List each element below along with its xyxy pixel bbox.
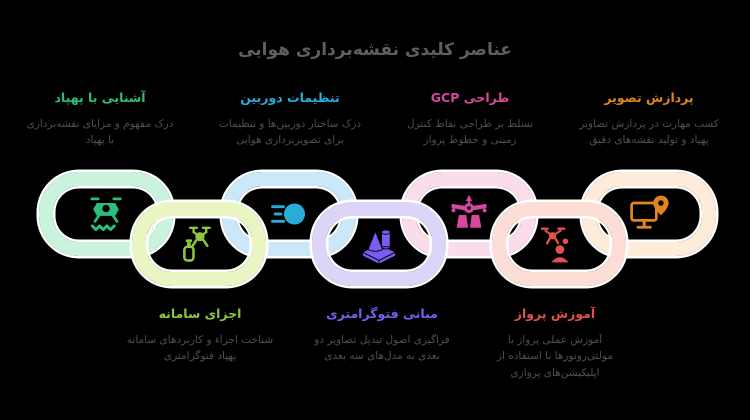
- section-label-camera-settings: تنظیمات دوربین درک ساختار دوربین‌ها و تن…: [205, 90, 375, 149]
- section-heading: تنظیمات دوربین: [240, 90, 340, 105]
- section-heading: آشنایی با پهپاد: [54, 90, 146, 105]
- section-heading: مبانی فتوگرامتری: [326, 306, 438, 321]
- section-description: درک ساختار دوربین‌ها و تنظیمات برای تصوی…: [218, 118, 362, 147]
- section-label-image-processing: پردازش تصویر کسب مهارت در پردازش تصاویر …: [564, 90, 734, 149]
- chain-link-photogrammetry-basics: [312, 202, 446, 286]
- 3d-shapes-icon: [357, 222, 401, 266]
- mapping-drone-icon: [447, 192, 491, 236]
- section-description: تسلط بر طراحی نقاط کنترل زمینی و خطوط پر…: [406, 118, 533, 147]
- section-heading: پردازش تصویر: [604, 90, 694, 105]
- section-heading: آموزش پرواز: [514, 306, 596, 321]
- section-heading: طراحی GCP: [430, 90, 510, 105]
- camera-lens-icon: [267, 192, 311, 236]
- section-description: کسب مهارت در پردازش تصاویر پهپاد و تولید…: [579, 118, 719, 147]
- section-label-system-components: اجزای سامانه شناخت اجزاء و کاربردهای سام…: [115, 306, 285, 365]
- section-label-photogrammetry-basics: مبانی فتوگرامتری فراگیری اصول تبدیل تصاو…: [297, 306, 467, 365]
- page-title: عناصر کلیدی نقشه‌برداری هوایی: [238, 40, 512, 60]
- surveillance-drone-icon: [84, 192, 128, 236]
- pilot-training-icon: [537, 222, 581, 266]
- section-label-drone-intro: آشنایی با پهپاد درک مفهوم و مزایای نقشه‌…: [15, 90, 185, 149]
- chain-link-system-components: [132, 202, 266, 286]
- chain-link-flight-training: [492, 202, 626, 286]
- section-description: آموزش عملی پرواز با مولتی‌روتورها با است…: [496, 334, 614, 379]
- monitor-pin-icon: [627, 192, 671, 236]
- section-description: شناخت اجزاء و کاربردهای سامانه پهپاد فتو…: [126, 334, 274, 363]
- section-description: درک مفهوم و مزایای نقشه‌برداری با پهپاد: [26, 118, 174, 147]
- section-label-gcp-design: طراحی GCP تسلط بر طراحی نقاط کنترل زمینی…: [385, 90, 555, 149]
- spraying-drone-icon: [177, 222, 221, 266]
- section-heading: اجزای سامانه: [158, 306, 242, 321]
- section-description: فراگیری اصول تبدیل تصاویر دو بعدی به مدل…: [314, 334, 450, 363]
- section-label-flight-training: آموزش پرواز آموزش عملی پرواز با مولتی‌رو…: [470, 306, 640, 381]
